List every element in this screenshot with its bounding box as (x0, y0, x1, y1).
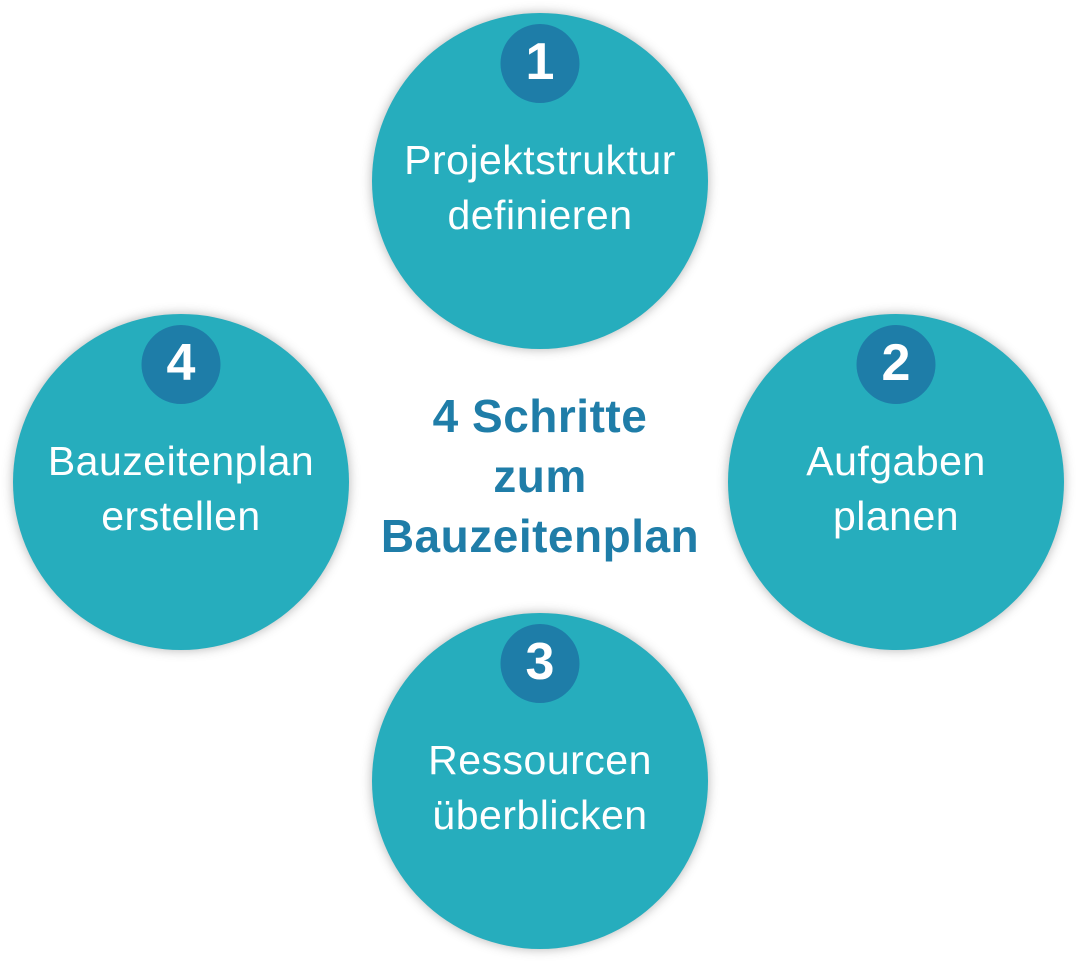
step-4-circle: 4 Bauzeitenplan erstellen (13, 314, 349, 650)
step-4-label-line-2: erstellen (101, 493, 261, 539)
step-3-label: Ressourcen überblicken (428, 733, 652, 843)
step-1-number-badge: 1 (500, 24, 580, 103)
step-4-label: Bauzeitenplan erstellen (48, 434, 314, 544)
step-3-number-badge: 3 (500, 624, 580, 703)
step-2-label-line-1: Aufgaben (806, 438, 986, 484)
step-1-label-line-2: definieren (447, 192, 633, 238)
step-3-label-line-1: Ressourcen (428, 737, 652, 783)
step-2-number: 2 (881, 333, 911, 392)
step-1-label: Projektstruktur definieren (404, 133, 676, 243)
step-2-label: Aufgaben planen (806, 434, 986, 544)
diagram-title-line-3: Bauzeitenplan (380, 510, 700, 562)
step-1-circle: 1 Projektstruktur definieren (372, 13, 708, 349)
diagram-title-line-2: zum (493, 450, 587, 502)
diagram-title: 4 Schritte zum Bauzeitenplan (330, 386, 750, 566)
step-3-label-line-2: überblicken (432, 792, 648, 838)
diagram-title-line-1: 4 Schritte (432, 390, 648, 442)
step-3-circle: 3 Ressourcen überblicken (372, 613, 708, 949)
step-2-label-line-2: planen (832, 493, 960, 539)
step-2-number-badge: 2 (856, 325, 936, 404)
step-4-number-badge: 4 (141, 325, 221, 404)
step-4-number: 4 (166, 333, 196, 392)
step-4-label-line-1: Bauzeitenplan (47, 438, 315, 484)
step-2-circle: 2 Aufgaben planen (728, 314, 1064, 650)
step-1-number: 1 (525, 32, 555, 91)
step-1-label-line-1: Projektstruktur (404, 137, 676, 183)
step-3-number: 3 (525, 632, 555, 691)
